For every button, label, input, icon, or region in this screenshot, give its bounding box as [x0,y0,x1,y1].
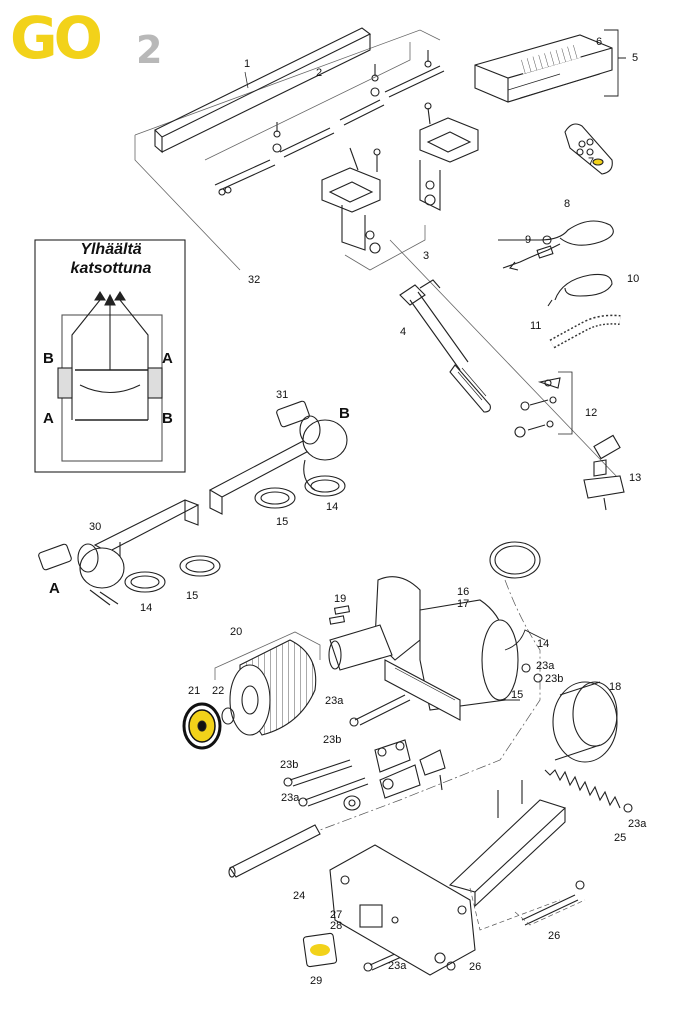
part-label-18: 18 [609,681,622,693]
square-beam [448,780,567,908]
part-label-4: 4 [400,326,407,338]
spring-25 [544,769,621,809]
pin-26 [521,880,585,926]
part-label-28: 28 [330,920,343,932]
threaded-rods-2 [214,50,445,196]
part-label-3: 3 [423,250,430,262]
corrugated-hose-11 [549,314,621,349]
clamp-bracket-right-3 [419,102,479,211]
mover-label-b: B [339,405,350,422]
inset-label-b-left: B [43,350,54,367]
part-label-23b-motor: 23b [545,673,564,685]
cover-disc-21 [182,702,222,750]
motor-cable-14-15 [504,629,546,651]
part-label-14-a: 14 [140,602,153,614]
part-label-23b-upper: 23b [323,734,342,746]
part-label-6: 6 [596,36,603,48]
cable-10 [547,273,613,307]
part-label-26-pin: 26 [548,930,561,942]
part-label-19: 19 [334,593,347,605]
part-label-17: 17 [457,598,470,610]
linkage-plates [343,739,446,811]
inset-label-a-left: A [43,410,54,427]
part-label-14-b: 14 [326,501,339,513]
mover-unit-a [38,499,221,606]
part-label-32: 32 [248,274,261,286]
part-label-23a-upper: 23a [325,695,344,707]
nut-23a [521,663,531,673]
part-label-26-nut: 26 [469,961,482,973]
top-view-inset [34,239,186,473]
part-label-24: 24 [293,890,306,902]
roller-bracket-20 [214,631,321,680]
part-label-5: 5 [632,52,639,64]
nut-23b [533,673,543,683]
part-label-20: 20 [230,626,243,638]
part-label-23a-lower: 23a [281,792,300,804]
motor-cover-18 [552,681,618,763]
part-label-23a-spring: 23a [628,818,647,830]
part-label-8: 8 [564,198,571,210]
connectors-12 [514,377,561,438]
part-label-11: 11 [530,320,542,332]
key-pins-19 [328,605,351,625]
part-label-2: 2 [316,67,323,79]
inset-label-a-right: A [162,350,173,367]
inset-title: Ylhäältä katsottuna [36,240,186,278]
part-label-16: 16 [457,586,470,598]
inset-label-b-right: B [162,410,173,427]
hose-clamp-16 [489,541,541,579]
part-label-29: 29 [310,975,323,987]
part-label-15-b: 15 [276,516,289,528]
inset-title-line1: Ylhäältä [80,241,142,258]
part-label-13: 13 [629,472,642,484]
go-logo: GO [10,4,103,72]
remote-control-7 [564,123,613,175]
clamp-bracket-left-3 [321,147,381,254]
part-label-30: 30 [89,521,102,533]
mover-unit-b [208,400,348,515]
go-logo-suffix: 2 [136,28,163,72]
fuse-holder-9 [542,235,552,245]
part-label-21: 21 [188,685,201,697]
group-bracket-32 [134,29,621,481]
shaft-24 [228,824,321,878]
part-label-27: 27 [330,909,343,921]
part-label-15-motor: 15 [511,689,524,701]
part-label-14-motor: 14 [537,638,550,650]
part-label-9: 9 [525,234,532,246]
rail-tube-1 [154,27,372,154]
part-label-23a-bottom: 23a [388,960,407,972]
part-label-12: 12 [585,407,598,419]
part-label-23b-lower: 23b [280,759,299,771]
nut-26 [446,961,456,971]
nut-23a-spring [623,803,633,813]
part-label-10: 10 [627,273,640,285]
inset-title-line2: katsottuna [70,260,152,277]
control-box-5 [474,34,613,103]
part-label-7: 7 [588,156,595,168]
crank-handle-4 [399,279,491,413]
key-switch-13 [583,434,625,511]
mover-label-a: A [49,580,60,597]
gear-motor-16-17 [328,576,519,721]
part-label-15-a: 15 [186,590,199,602]
sticker-29 [302,932,338,968]
drive-roller-20 [229,639,317,736]
part-label-22: 22 [212,685,225,697]
mounting-plate-27-28 [329,844,476,976]
part-label-31: 31 [276,389,289,401]
cable-set-8 [498,220,614,271]
part-label-23a-motor: 23a [536,660,555,672]
washer-22 [221,707,235,725]
part-label-25: 25 [614,832,627,844]
part-label-1: 1 [244,58,251,70]
